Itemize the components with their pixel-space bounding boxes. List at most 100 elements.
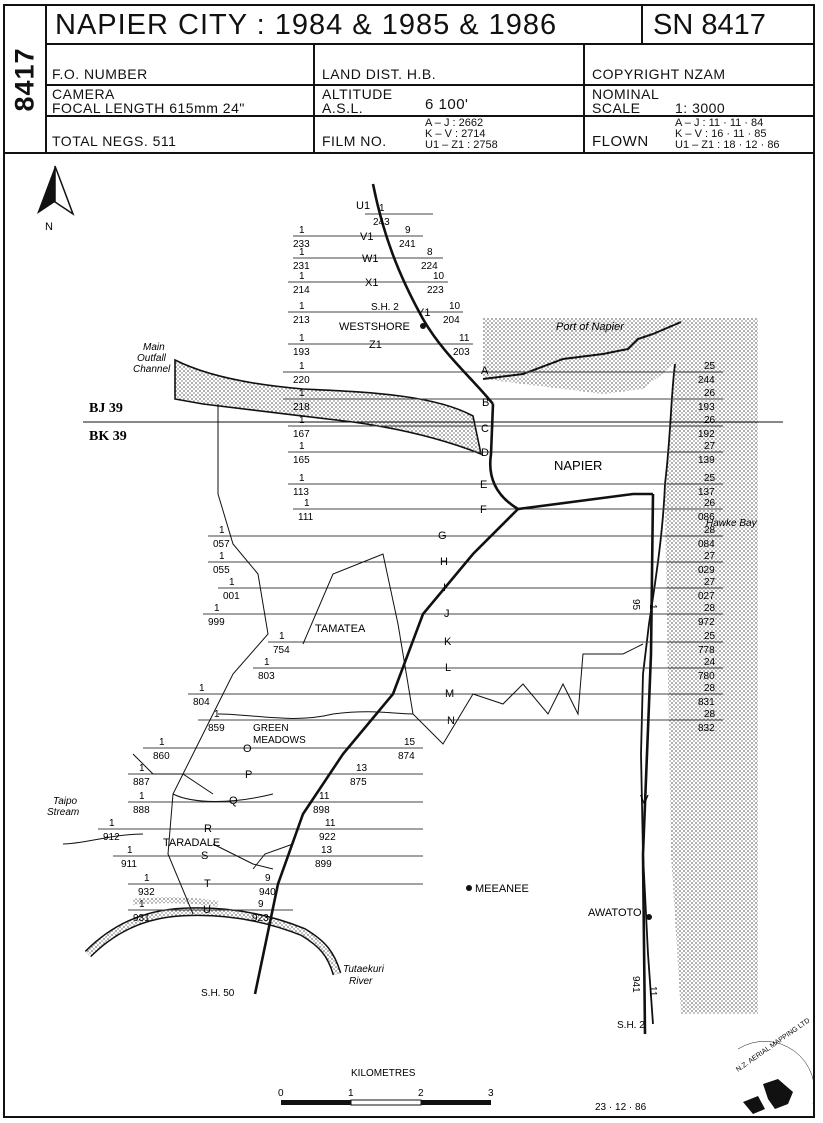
run-end-label-bottom: 139 — [698, 455, 715, 466]
run-end-label-top: 9 — [265, 873, 271, 884]
run-label: N — [447, 715, 455, 727]
run-end-label-top: 11 — [325, 818, 336, 829]
run-label: I — [443, 582, 446, 594]
port-label: Port of Napier — [556, 321, 625, 333]
tutaekuri-label-2: River — [349, 976, 373, 987]
run-start-label-top: 1 — [199, 683, 205, 694]
run-start-label-top: 1 — [139, 763, 145, 774]
run-label: Y1 — [417, 307, 430, 319]
run-end-label-top: 28 — [704, 525, 716, 536]
stamp-text: N.Z. AERIAL MAPPING LTD — [735, 1017, 811, 1073]
meeanee-dot — [466, 885, 472, 891]
land-dist-cell: LAND DIST. H.B. — [315, 45, 585, 86]
run-end-label-top: 26 — [704, 498, 716, 509]
map-frame — [3, 152, 815, 1118]
run-end-label-bottom: 137 — [698, 487, 715, 498]
run-label: W1 — [362, 253, 379, 265]
flown-lines: A – J : 11 · 11 · 84 K – V : 16 · 11 · 8… — [675, 118, 780, 151]
run-end-label-bottom: 874 — [398, 751, 415, 762]
run-start-label-top: 1 — [299, 361, 305, 372]
run-start-label-bottom: 911 — [121, 859, 137, 870]
run-start-label-top: 1 — [109, 818, 115, 829]
scale-title: KILOMETRES — [351, 1068, 416, 1079]
run-start-label-top: 1 — [299, 415, 305, 426]
flight-letters: U1 V1 W1 X1 Y1 Z1 A B C D E F G H I J K … — [201, 200, 649, 916]
north-label: N — [45, 221, 53, 233]
flown-line: U1 – Z1 : 18 · 12 · 86 — [675, 139, 780, 151]
film-lines: A – J : 2662 K – V : 2714 U1 – Z1 : 2758 — [425, 118, 498, 151]
run-end-label-top: 9 — [405, 225, 411, 236]
tutaekuri-river — [84, 907, 342, 976]
map-title: NAPIER CITY : 1984 & 1985 & 1986 — [45, 6, 643, 45]
nz-aerial-mapping-stamp — [737, 1041, 815, 1114]
altitude-cell: ALTITUDE A.S.L. 6 100' — [315, 86, 585, 117]
run-end-label-bottom: 923 — [252, 913, 269, 924]
hawke-bay-label: Hawke Bay — [706, 518, 758, 529]
run-end-label-top: 28 — [704, 603, 716, 614]
flight-plan-map: N Port of Napier Main Outfall Channel WE… — [37, 165, 815, 1114]
taipo-label-2: Stream — [47, 807, 79, 818]
run-start-label-bottom: 231 — [293, 261, 310, 272]
run-start-label-top: 1 — [299, 271, 305, 282]
run-end-label-bottom: 972 — [698, 617, 715, 628]
run-end-label-bottom: 940 — [259, 887, 276, 898]
run-start-label-bottom: 220 — [293, 375, 310, 386]
grid-label-bj39: BJ 39 — [89, 401, 123, 416]
run-end-label-top: 25 — [704, 473, 716, 484]
run-end-label-bottom: 922 — [319, 832, 336, 843]
run-label: G — [438, 530, 447, 542]
run-start-label-bottom: 754 — [273, 645, 290, 656]
run-start-label-top: 1 — [144, 873, 150, 884]
run-label: E — [480, 479, 487, 491]
run-start-label-top: 1 — [214, 709, 220, 720]
run-start-label-top: 1 — [299, 473, 305, 484]
flown-cell: FLOWN A – J : 11 · 11 · 84 K – V : 16 · … — [585, 117, 813, 152]
copyright: COPYRIGHT NZAM — [592, 66, 726, 82]
camera-cell: CAMERA FOCAL LENGTH 615mm 24" — [45, 86, 315, 117]
meeanee-label: MEEANEE — [475, 883, 529, 895]
run-start-label-top: 1 — [299, 441, 305, 452]
run-end-label-bottom: 204 — [443, 315, 460, 326]
run-end-label-top: 25 — [704, 631, 716, 642]
run-end-label-top: 28 — [704, 683, 716, 694]
run-start-labels: 1243123312311214121311931220121811671165… — [103, 203, 390, 924]
v-line-label: 1 — [647, 604, 658, 610]
minor-roads — [62, 404, 644, 915]
v-line-label: 941 — [630, 976, 641, 993]
run-label: A — [481, 365, 489, 377]
awatoto-dot — [646, 914, 652, 920]
run-end-label-top: 26 — [704, 415, 716, 426]
run-end-label-bottom: 224 — [421, 261, 438, 272]
run-end-label-top: 27 — [704, 577, 716, 588]
run-start-label-top: 1 — [299, 225, 305, 236]
run-end-labels-east: 2524426193261922713925137260862808427029… — [698, 361, 716, 734]
run-label: M — [445, 688, 454, 700]
run-start-label-bottom: 057 — [213, 539, 230, 550]
run-start-label-bottom: 111 — [298, 512, 314, 523]
run-start-label-bottom: 804 — [193, 697, 210, 708]
run-label: O — [243, 743, 252, 755]
run-start-label-top: 1 — [229, 577, 235, 588]
run-start-label-top: 1 — [299, 247, 305, 258]
westshore-label: WESTSHORE — [339, 321, 410, 333]
run-start-label-bottom: 218 — [293, 402, 310, 413]
run-end-label-bottom: 899 — [315, 859, 332, 870]
highway-50 — [253, 508, 519, 995]
run-start-label-bottom: 912 — [103, 832, 120, 843]
scale-value: 1: 3000 — [675, 100, 726, 116]
run-start-label-top: 1 — [214, 603, 220, 614]
run-end-label-bottom: 244 — [698, 375, 715, 386]
film-line: A – J : 2662 — [425, 117, 484, 129]
run-start-label-top: 1 — [139, 899, 145, 910]
run-end-label-top: 26 — [704, 388, 716, 399]
camera-label: CAMERA — [52, 86, 115, 102]
sh2-top-label: S.H. 2 — [371, 302, 399, 313]
outfall-label-3: Channel — [133, 364, 171, 375]
run-label: D — [481, 447, 489, 459]
run-label: P — [245, 769, 252, 781]
highway-2-south — [641, 493, 655, 1035]
run-label: Q — [229, 795, 238, 807]
run-end-label-bottom: 086 — [698, 512, 715, 523]
